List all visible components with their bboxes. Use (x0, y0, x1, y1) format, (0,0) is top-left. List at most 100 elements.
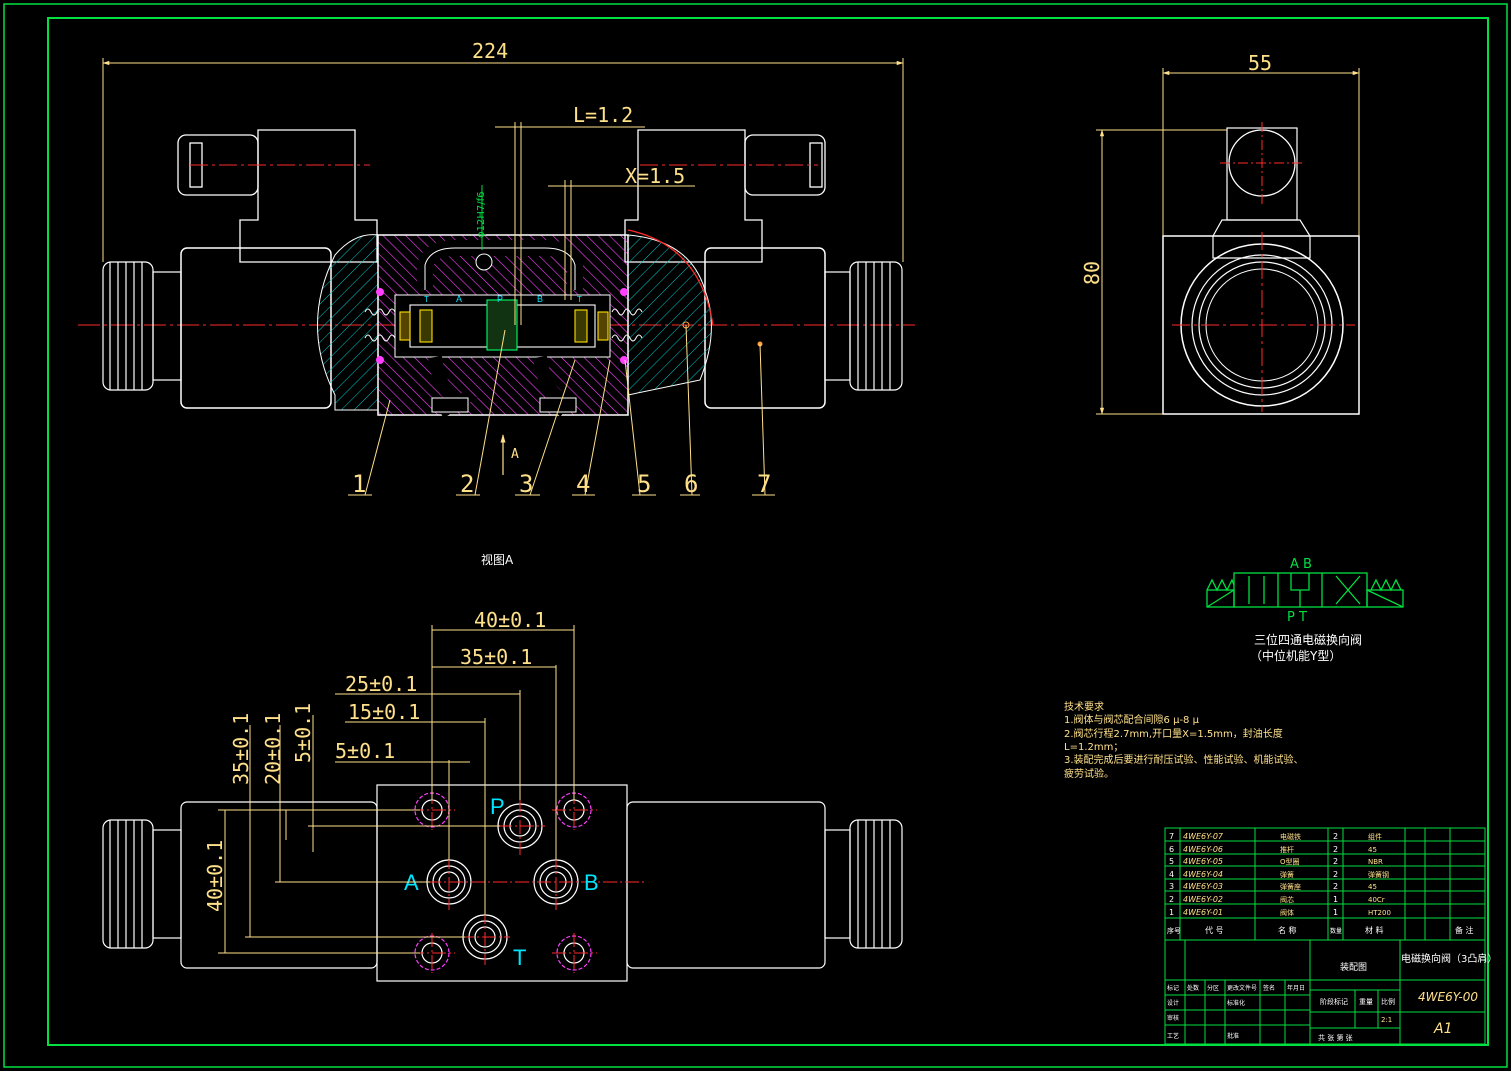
dim-view-a-35v: 35±0.1 (229, 713, 253, 785)
parts-material: 45 (1368, 883, 1377, 891)
side-view: 55 80 (1080, 51, 1360, 415)
dim-view-a-40v: 40±0.1 (203, 840, 227, 912)
dim-view-a-15h: 15±0.1 (348, 700, 420, 724)
dim-bore-fit: φ12H7/f6 (476, 192, 487, 238)
title-block-scale: 2:1 (1381, 1016, 1392, 1024)
title-block-date: 年月日 (1287, 984, 1305, 992)
view-a-port-t: T (513, 945, 526, 970)
parts-name: O型圈 (1280, 857, 1300, 866)
parts-qty: 2 (1333, 870, 1338, 879)
title-block-weight: 重量 (1359, 998, 1373, 1006)
title-block-zone: 分区 (1207, 984, 1219, 992)
title-block-stage: 阶段标记 (1320, 997, 1348, 1006)
title-block-sheet-size: A1 (1433, 1021, 1452, 1037)
symbol-bottom-ports: P T (1287, 610, 1307, 625)
dim-side-height: 80 (1080, 261, 1104, 285)
part-balloon-2: 2 (460, 470, 474, 498)
part-balloon-4: 4 (576, 470, 590, 498)
parts-material: 弹簧钢 (1368, 870, 1389, 879)
part-balloon-3: 3 (519, 470, 533, 498)
section-port-p: P (497, 294, 503, 304)
dim-opening: X=1.5 (625, 164, 685, 188)
parts-header-no: 序号 (1167, 926, 1181, 935)
parts-no: 3 (1169, 882, 1174, 891)
symbol-caption-2: （中位机能Y型） (1250, 648, 1341, 663)
hydraulic-symbol (1206, 572, 1404, 608)
parts-no: 1 (1169, 908, 1174, 917)
tech-req-line-5: 疲劳试验。 (1064, 767, 1114, 780)
part-balloon-1: 1 (352, 470, 366, 498)
section-port-t1: T (424, 295, 429, 304)
parts-qty: 2 (1333, 857, 1338, 866)
parts-qty: 1 (1333, 895, 1338, 904)
parts-row-7: 7 4WE6Y-07 电磁铁 2 组件 (1169, 832, 1382, 841)
inner-frame (47, 17, 1489, 1046)
dim-seal-length: L=1.2 (573, 103, 633, 127)
symbol-top-ports: A B (1290, 557, 1312, 572)
parts-row-3: 3 4WE6Y-03 弹簧座 2 45 (1169, 882, 1377, 891)
section-port-a: A (456, 294, 462, 304)
parts-no: 7 (1169, 832, 1174, 841)
title-block-count: 处数 (1187, 984, 1199, 992)
section-port-b: B (537, 294, 543, 304)
parts-name: 阀体 (1280, 908, 1294, 917)
parts-material: 组件 (1368, 832, 1382, 841)
dim-view-a-25h: 25±0.1 (345, 672, 417, 696)
parts-code: 4WE6Y-03 (1183, 882, 1223, 891)
right-knob (824, 261, 903, 391)
parts-row-5: 5 4WE6Y-05 O型圈 2 NBR (1169, 857, 1383, 866)
title-block-scale-label: 比例 (1381, 997, 1395, 1006)
parts-code: 4WE6Y-04 (1183, 870, 1223, 879)
view-a-port-b: B (584, 870, 599, 895)
parts-code: 4WE6Y-05 (1183, 857, 1223, 866)
part-balloon-6: 6 (684, 470, 698, 498)
parts-header-material: 材 料 (1365, 925, 1384, 935)
title-block-title: 电磁换向阀（3凸肩） (1401, 952, 1497, 965)
title-block-assembly: 装配图 (1340, 961, 1367, 973)
parts-no: 6 (1169, 845, 1174, 854)
outer-border (3, 3, 1508, 1068)
parts-row-6: 6 4WE6Y-06 推杆 2 45 (1169, 845, 1377, 854)
tech-req-line-1: 1.阀体与阀芯配合间隙6 μ-8 μ (1064, 713, 1200, 726)
symbol-caption-1: 三位四通电磁换向阀 (1254, 632, 1362, 647)
title-block-review: 审核 (1167, 1014, 1179, 1022)
parts-code: 4WE6Y-06 (1183, 845, 1223, 854)
parts-qty: 1 (1333, 908, 1338, 917)
parts-no: 4 (1169, 870, 1174, 879)
dim-view-a-20v: 20±0.1 (261, 713, 285, 785)
parts-no: 5 (1169, 857, 1174, 866)
dim-view-a-35h: 35±0.1 (460, 645, 532, 669)
parts-header-name: 名 称 (1278, 925, 1297, 935)
section-port-t2: T (577, 295, 582, 304)
dim-view-a-5h: 5±0.1 (335, 739, 395, 763)
view-a: 视图A (102, 552, 903, 982)
parts-no: 2 (1169, 895, 1174, 904)
parts-code: 4WE6Y-01 (1183, 908, 1223, 917)
view-a-title: 视图A (481, 552, 514, 567)
dim-side-width: 55 (1248, 51, 1272, 75)
tech-req-line-3: L=1.2mm； (1064, 742, 1123, 753)
tech-req-line-4: 3.装配完成后要进行耐压试验、性能试验、机能试验、 (1064, 753, 1304, 766)
parts-qty: 2 (1333, 832, 1338, 841)
parts-header-remark: 备 注 (1455, 925, 1474, 935)
parts-code: 4WE6Y-07 (1183, 832, 1224, 841)
part-balloon-7: 7 (757, 470, 771, 498)
dim-view-a-40h: 40±0.1 (474, 608, 546, 632)
parts-name: 弹簧座 (1280, 882, 1301, 891)
parts-row-1: 1 4WE6Y-01 阀体 1 HT200 (1169, 908, 1391, 917)
spool (399, 299, 609, 351)
title-block-process: 工艺 (1167, 1032, 1179, 1040)
parts-material: NBR (1368, 858, 1383, 866)
title-block-designer: 设计 (1167, 999, 1179, 1007)
tech-req-title: 技术要求 (1064, 700, 1104, 713)
parts-material: 45 (1368, 846, 1377, 854)
parts-header-qty: 数量 (1330, 927, 1342, 935)
parts-name: 推杆 (1280, 845, 1294, 854)
tech-req-line-2: 2.阀芯行程2.7mm,开口量X=1.5mm，封油长度 (1064, 727, 1283, 740)
title-block-standard: 标准化 (1227, 999, 1245, 1007)
parts-name: 阀芯 (1280, 895, 1294, 904)
title-block-sheets: 共 张 第 张 (1318, 1033, 1353, 1042)
parts-code: 4WE6Y-02 (1183, 895, 1223, 904)
parts-list (1164, 827, 1486, 1045)
